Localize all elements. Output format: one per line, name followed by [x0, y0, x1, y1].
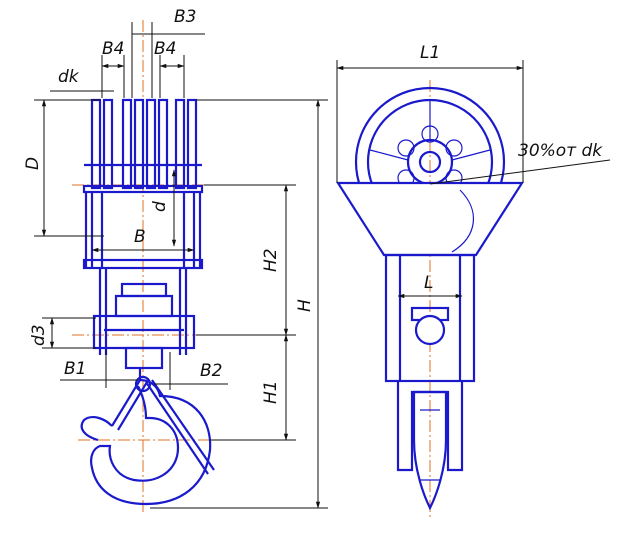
- front-view: B3 B4 B4 dk D d B H2 H d3 B1 B2 H1: [23, 7, 328, 512]
- label-B4-right: B4: [154, 39, 176, 59]
- safety-latch: [111, 379, 215, 475]
- label-B2: B2: [200, 361, 222, 381]
- label-B4-left: B4: [102, 39, 124, 59]
- label-B1: B1: [64, 359, 86, 379]
- front-dimensions: [34, 22, 328, 509]
- label-H1: H1: [261, 380, 281, 404]
- label-L: L: [424, 273, 433, 293]
- sheave-pack: [84, 98, 202, 190]
- side-hook: [396, 381, 464, 511]
- label-H2: H2: [261, 248, 281, 272]
- label-B3: B3: [174, 7, 196, 27]
- hook: [80, 368, 212, 506]
- label-H: H: [295, 299, 315, 312]
- side-view: L1 L 30%от dk: [335, 43, 611, 520]
- side-frame: [82, 184, 204, 355]
- label-d: d: [150, 201, 170, 212]
- traverse: [92, 282, 196, 370]
- label-L1: L1: [420, 43, 440, 63]
- side-dimensions: [336, 60, 611, 299]
- label-B: B: [134, 227, 146, 247]
- label-dk: dk: [58, 67, 80, 87]
- side-casing: [335, 181, 525, 383]
- label-note-30-percent-dk: 30%от dk: [518, 141, 603, 161]
- label-d3: d3: [29, 324, 49, 346]
- label-D: D: [23, 157, 43, 170]
